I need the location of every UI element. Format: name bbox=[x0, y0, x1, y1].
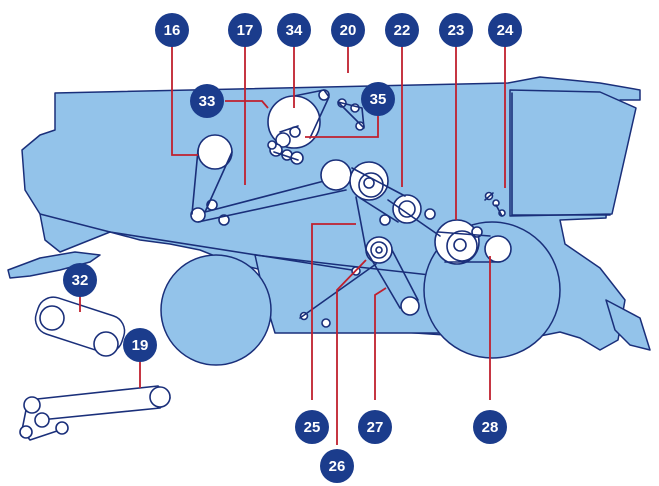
callout-34: 34 bbox=[277, 13, 311, 47]
callout-16: 16 bbox=[155, 13, 189, 47]
callout-35-label: 35 bbox=[370, 91, 387, 108]
pulley-22-small bbox=[425, 209, 435, 219]
pulley-26-hub bbox=[376, 247, 382, 253]
callout-25: 25 bbox=[295, 410, 329, 444]
pulley-27 bbox=[401, 297, 419, 315]
callout-17-label: 17 bbox=[237, 22, 254, 39]
callout-19: 19 bbox=[123, 328, 157, 362]
callout-23: 23 bbox=[439, 13, 473, 47]
callout-28: 28 bbox=[473, 410, 507, 444]
callout-20-label: 20 bbox=[340, 22, 357, 39]
callout-28-label: 28 bbox=[482, 419, 499, 436]
callout-22: 22 bbox=[385, 13, 419, 47]
callout-34-label: 34 bbox=[286, 22, 303, 39]
callout-27-label: 27 bbox=[367, 419, 384, 436]
callout-24-label: 24 bbox=[497, 22, 514, 39]
pulley-28 bbox=[485, 236, 511, 262]
callout-23-label: 23 bbox=[448, 22, 465, 39]
callout-33-label: 33 bbox=[199, 93, 216, 110]
callout-26: 26 bbox=[320, 449, 354, 483]
callout-24: 24 bbox=[488, 13, 522, 47]
callout-26-label: 26 bbox=[329, 458, 346, 475]
grain-tank bbox=[510, 90, 636, 216]
callout-27: 27 bbox=[358, 410, 392, 444]
callout-25-label: 25 bbox=[304, 419, 321, 436]
pulley-23-hub bbox=[454, 239, 466, 251]
callout-35: 35 bbox=[361, 82, 395, 116]
small-pulley-f bbox=[268, 141, 276, 149]
callout-20: 20 bbox=[331, 13, 365, 47]
callout-19-label: 19 bbox=[132, 337, 149, 354]
front-wheel bbox=[161, 255, 271, 365]
belt-diagram-19 bbox=[20, 386, 170, 440]
callout-32-label: 32 bbox=[72, 272, 89, 289]
callout-32: 32 bbox=[63, 263, 97, 297]
callout-22-label: 22 bbox=[394, 22, 411, 39]
callout-17: 17 bbox=[228, 13, 262, 47]
pulley-26-small-b bbox=[322, 319, 330, 327]
pulley-22-large bbox=[321, 160, 351, 190]
callout-33: 33 bbox=[190, 84, 224, 118]
callout-16-label: 16 bbox=[164, 22, 181, 39]
